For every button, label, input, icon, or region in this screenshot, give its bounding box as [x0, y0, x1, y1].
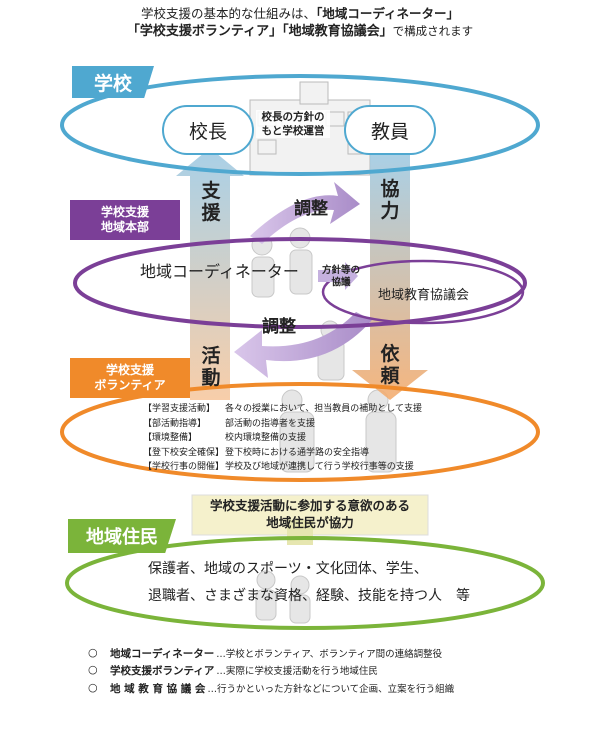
residents-tag: 地域住民	[68, 519, 176, 553]
school-tag: 学校	[72, 66, 154, 98]
volunteer-tag-line1: 学校支援	[105, 363, 154, 377]
teachers-pill: 教員	[344, 105, 436, 155]
footer-term: 地 域 教 育 協 議 会	[110, 683, 206, 695]
header-line1-bold: 「地域コーディネーター」	[316, 6, 459, 21]
list-item-value: 学校及び地域が連携して行う学校行事等の支援	[225, 462, 414, 472]
principal-pill: 校長	[162, 105, 254, 155]
list-item-value: 部活動の指導者を支援	[225, 418, 316, 429]
header-line2-text: で構成されます	[392, 24, 474, 38]
volunteer-tag: 学校支援ボランティア	[70, 358, 190, 398]
adjust-arrow-bottom	[234, 312, 372, 378]
footer-desc: …実際に学校支援活動を行う地域住民	[216, 666, 378, 677]
policy-discussion: 方針等の 協議	[318, 265, 364, 289]
footer-term: 地域コーディネーター	[110, 648, 215, 660]
banner-line1: 学校支援活動に参加する意欲のある	[209, 498, 410, 513]
policy-line1: 校長の方針の	[261, 111, 325, 123]
hq-tag-line1: 学校支援	[100, 205, 149, 219]
support-arrow	[176, 148, 244, 400]
list-item-value: 登下校時における通学路の安全指導	[225, 447, 370, 458]
hq-tag: 学校支援地域本部	[70, 200, 180, 240]
adjust-arrow-top	[250, 182, 360, 244]
policy-box: 校長の方針の もと学校運営	[256, 110, 330, 138]
council-label: 地域教育協議会	[378, 288, 470, 303]
list-item-value: 各々の授業において、担当教員の補助として支援	[225, 404, 423, 414]
principal-label: 校長	[188, 120, 227, 143]
adjust-top-label: 調整	[294, 199, 328, 219]
hq-ellipse	[73, 237, 527, 329]
list-item-key: 【部活動指導】	[143, 418, 207, 429]
footer-bullet: ○	[88, 663, 98, 676]
header-line2-bold: 「学校支援ボランティア」「地域教育協議会」	[126, 24, 393, 39]
footer-term: 学校支援ボランティア	[110, 665, 215, 677]
policy-arrow	[318, 262, 358, 290]
header-line1: 学校支援の基本的な仕組みは、「地域コーディネーター」	[0, 3, 600, 22]
list-item: 【環境整備】 校内環境整備の支援	[143, 431, 422, 446]
list-item: 【学習支援活動】各々の授業において、担当教員の補助として支援	[143, 402, 422, 417]
volunteer-activity-list: 【学習支援活動】各々の授業において、担当教員の補助として支援 【部活動指導】 部活…	[143, 402, 422, 475]
header-line2: 「学校支援ボランティア」「地域教育協議会」で構成されます	[0, 20, 600, 39]
request-arrow	[352, 150, 428, 400]
residents-tag-label: 地域住民	[86, 527, 158, 548]
footer-item: ○ 地域コーディネーター…学校とボランティア、ボランティア間の連絡調整役	[88, 646, 442, 661]
adjust-bottom-label: 調整	[262, 317, 296, 337]
volunteer-ellipse	[60, 382, 540, 482]
header-line1-text: 学校支援の基本的な仕組みは、	[141, 6, 317, 21]
participation-banner: 学校支援活動に参加する意欲のある 地域住民が協力	[190, 497, 430, 531]
list-item-value: 校内環境整備の支援	[225, 433, 307, 443]
residents-line2: 退職者、さまざまな資格、経験、技能を持つ人 等	[148, 588, 470, 604]
residents-ellipse	[65, 536, 545, 630]
policy-discussion-line1: 方針等の	[321, 265, 360, 276]
volunteer-tag-line2: ボランティア	[94, 378, 166, 392]
residents-line1: 保護者、地域のスポーツ・文化団体、学生、	[148, 561, 428, 577]
list-item-key: 【学校行事の開催】	[143, 462, 225, 472]
footer-desc: …行うかといった方針などについて企画、立案を行う組織	[207, 684, 455, 695]
teachers-label: 教員	[370, 120, 409, 143]
council-ellipse	[321, 259, 525, 325]
coordinator-label: 地域コーディネーター	[140, 262, 299, 281]
activity-label: 活動	[201, 345, 221, 389]
list-item: 【学校行事の開催】学校及び地域が連携して行う学校行事等の支援	[143, 460, 422, 475]
list-item-key: 【登下校安全確保】	[143, 447, 225, 458]
request-label: 依頼	[380, 343, 400, 387]
policy-line2: もと学校運営	[261, 125, 325, 137]
school-tag-label: 学校	[93, 72, 132, 95]
footer-bullet: ○	[88, 646, 98, 659]
list-item: 【部活動指導】 部活動の指導者を支援	[143, 417, 422, 432]
footer-desc: …学校とボランティア、ボランティア間の連絡調整役	[216, 649, 443, 660]
school-ellipse	[60, 74, 540, 176]
hq-tag-line2: 地域本部	[100, 220, 149, 234]
banner-line2: 地域住民が協力	[266, 515, 354, 530]
footer-item: ○ 地 域 教 育 協 議 会 …行うかといった方針などについて企画、立案を行う組…	[88, 681, 454, 696]
list-item-key: 【環境整備】	[143, 433, 198, 443]
footer-item: ○ 学校支援ボランティア…実際に学校支援活動を行う地域住民	[88, 663, 378, 678]
footer-bullet: ○	[88, 681, 98, 694]
support-label: 支援	[201, 180, 221, 224]
list-item-key: 【学習支援活動】	[143, 404, 216, 414]
list-item: 【登下校安全確保】登下校時における通学路の安全指導	[143, 446, 422, 461]
policy-discussion-line2: 協議	[331, 277, 351, 288]
cooperation-label: 協力	[380, 178, 400, 222]
